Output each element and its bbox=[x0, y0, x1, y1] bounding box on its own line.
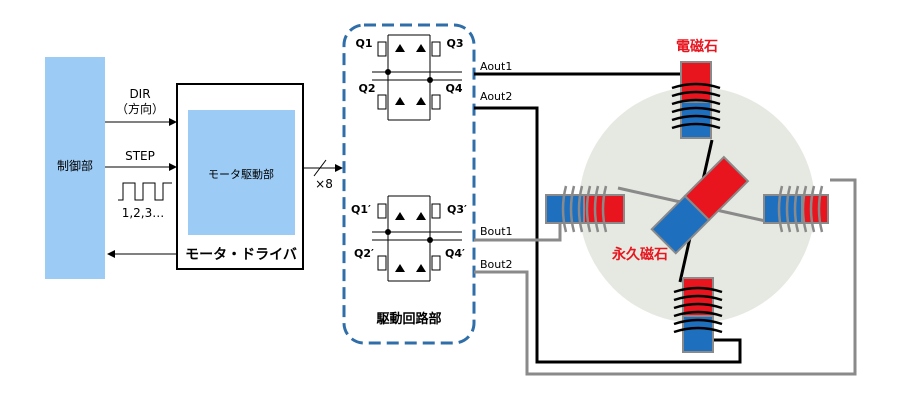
dir-sub-label: （方向） bbox=[116, 101, 164, 116]
dir-label: DIR bbox=[129, 87, 150, 101]
bus-multiplier: ×8 bbox=[315, 177, 333, 191]
q3-label: Q3 bbox=[446, 37, 463, 50]
rotor-red bbox=[683, 155, 750, 222]
aout1-label: Aout1 bbox=[480, 60, 512, 73]
bus-slash bbox=[313, 159, 327, 177]
diode-a1 bbox=[395, 44, 405, 52]
drive-circuit-title: 駆動回路部 bbox=[376, 311, 441, 327]
driver-inner-label: モータ駆動部 bbox=[208, 167, 274, 181]
right-coil bbox=[777, 185, 824, 233]
left-magnet-blue bbox=[545, 194, 585, 224]
q4p-label: Q4′ bbox=[445, 247, 465, 260]
q4-label: Q4 bbox=[445, 82, 462, 95]
top-magnet-red bbox=[680, 61, 712, 103]
h-bridge-a bbox=[372, 34, 462, 121]
node-b2 bbox=[427, 237, 433, 243]
controller-block bbox=[45, 57, 105, 279]
bout2-label: Bout2 bbox=[480, 258, 513, 271]
controller-label: 制御部 bbox=[57, 158, 93, 173]
diode-b3 bbox=[395, 264, 405, 272]
bout1-label: Bout1 bbox=[480, 225, 513, 238]
diode-a4 bbox=[416, 97, 426, 105]
diode-a2 bbox=[416, 44, 426, 52]
step-pulse-train bbox=[118, 182, 172, 201]
bout2-wire bbox=[474, 178, 857, 376]
top-coil bbox=[671, 82, 721, 130]
diode-b2 bbox=[416, 212, 426, 220]
node-b1 bbox=[385, 229, 391, 235]
q3p-label: Q3′ bbox=[447, 203, 467, 216]
left-coil bbox=[561, 185, 608, 233]
aout2-label: Aout2 bbox=[480, 90, 512, 103]
q1-label: Q1 bbox=[355, 37, 372, 50]
drive-circuit-box bbox=[342, 23, 476, 345]
diode-b4 bbox=[416, 264, 426, 272]
q1p-label: Q1′ bbox=[351, 203, 371, 216]
node-a2 bbox=[427, 77, 433, 83]
step-label: STEP bbox=[125, 149, 155, 163]
permanent-magnet-label: 永久磁石 bbox=[611, 246, 668, 263]
electromagnet-label: 電磁石 bbox=[676, 38, 718, 55]
driver-title: モータ・ドライバ bbox=[185, 247, 297, 263]
diode-b1 bbox=[395, 212, 405, 220]
q2p-label: Q2′ bbox=[354, 247, 374, 260]
node-a1 bbox=[385, 69, 391, 75]
driver-inner-block bbox=[188, 110, 295, 235]
bottom-coil bbox=[673, 286, 723, 334]
diode-a3 bbox=[395, 97, 405, 105]
bottom-magnet-blue bbox=[682, 315, 714, 353]
aout2-wire bbox=[474, 106, 742, 364]
q2-label: Q2 bbox=[358, 82, 375, 95]
rotor bbox=[650, 155, 750, 255]
step-sequence-label: 1,2,3… bbox=[122, 206, 165, 220]
right-magnet-red bbox=[801, 194, 829, 224]
